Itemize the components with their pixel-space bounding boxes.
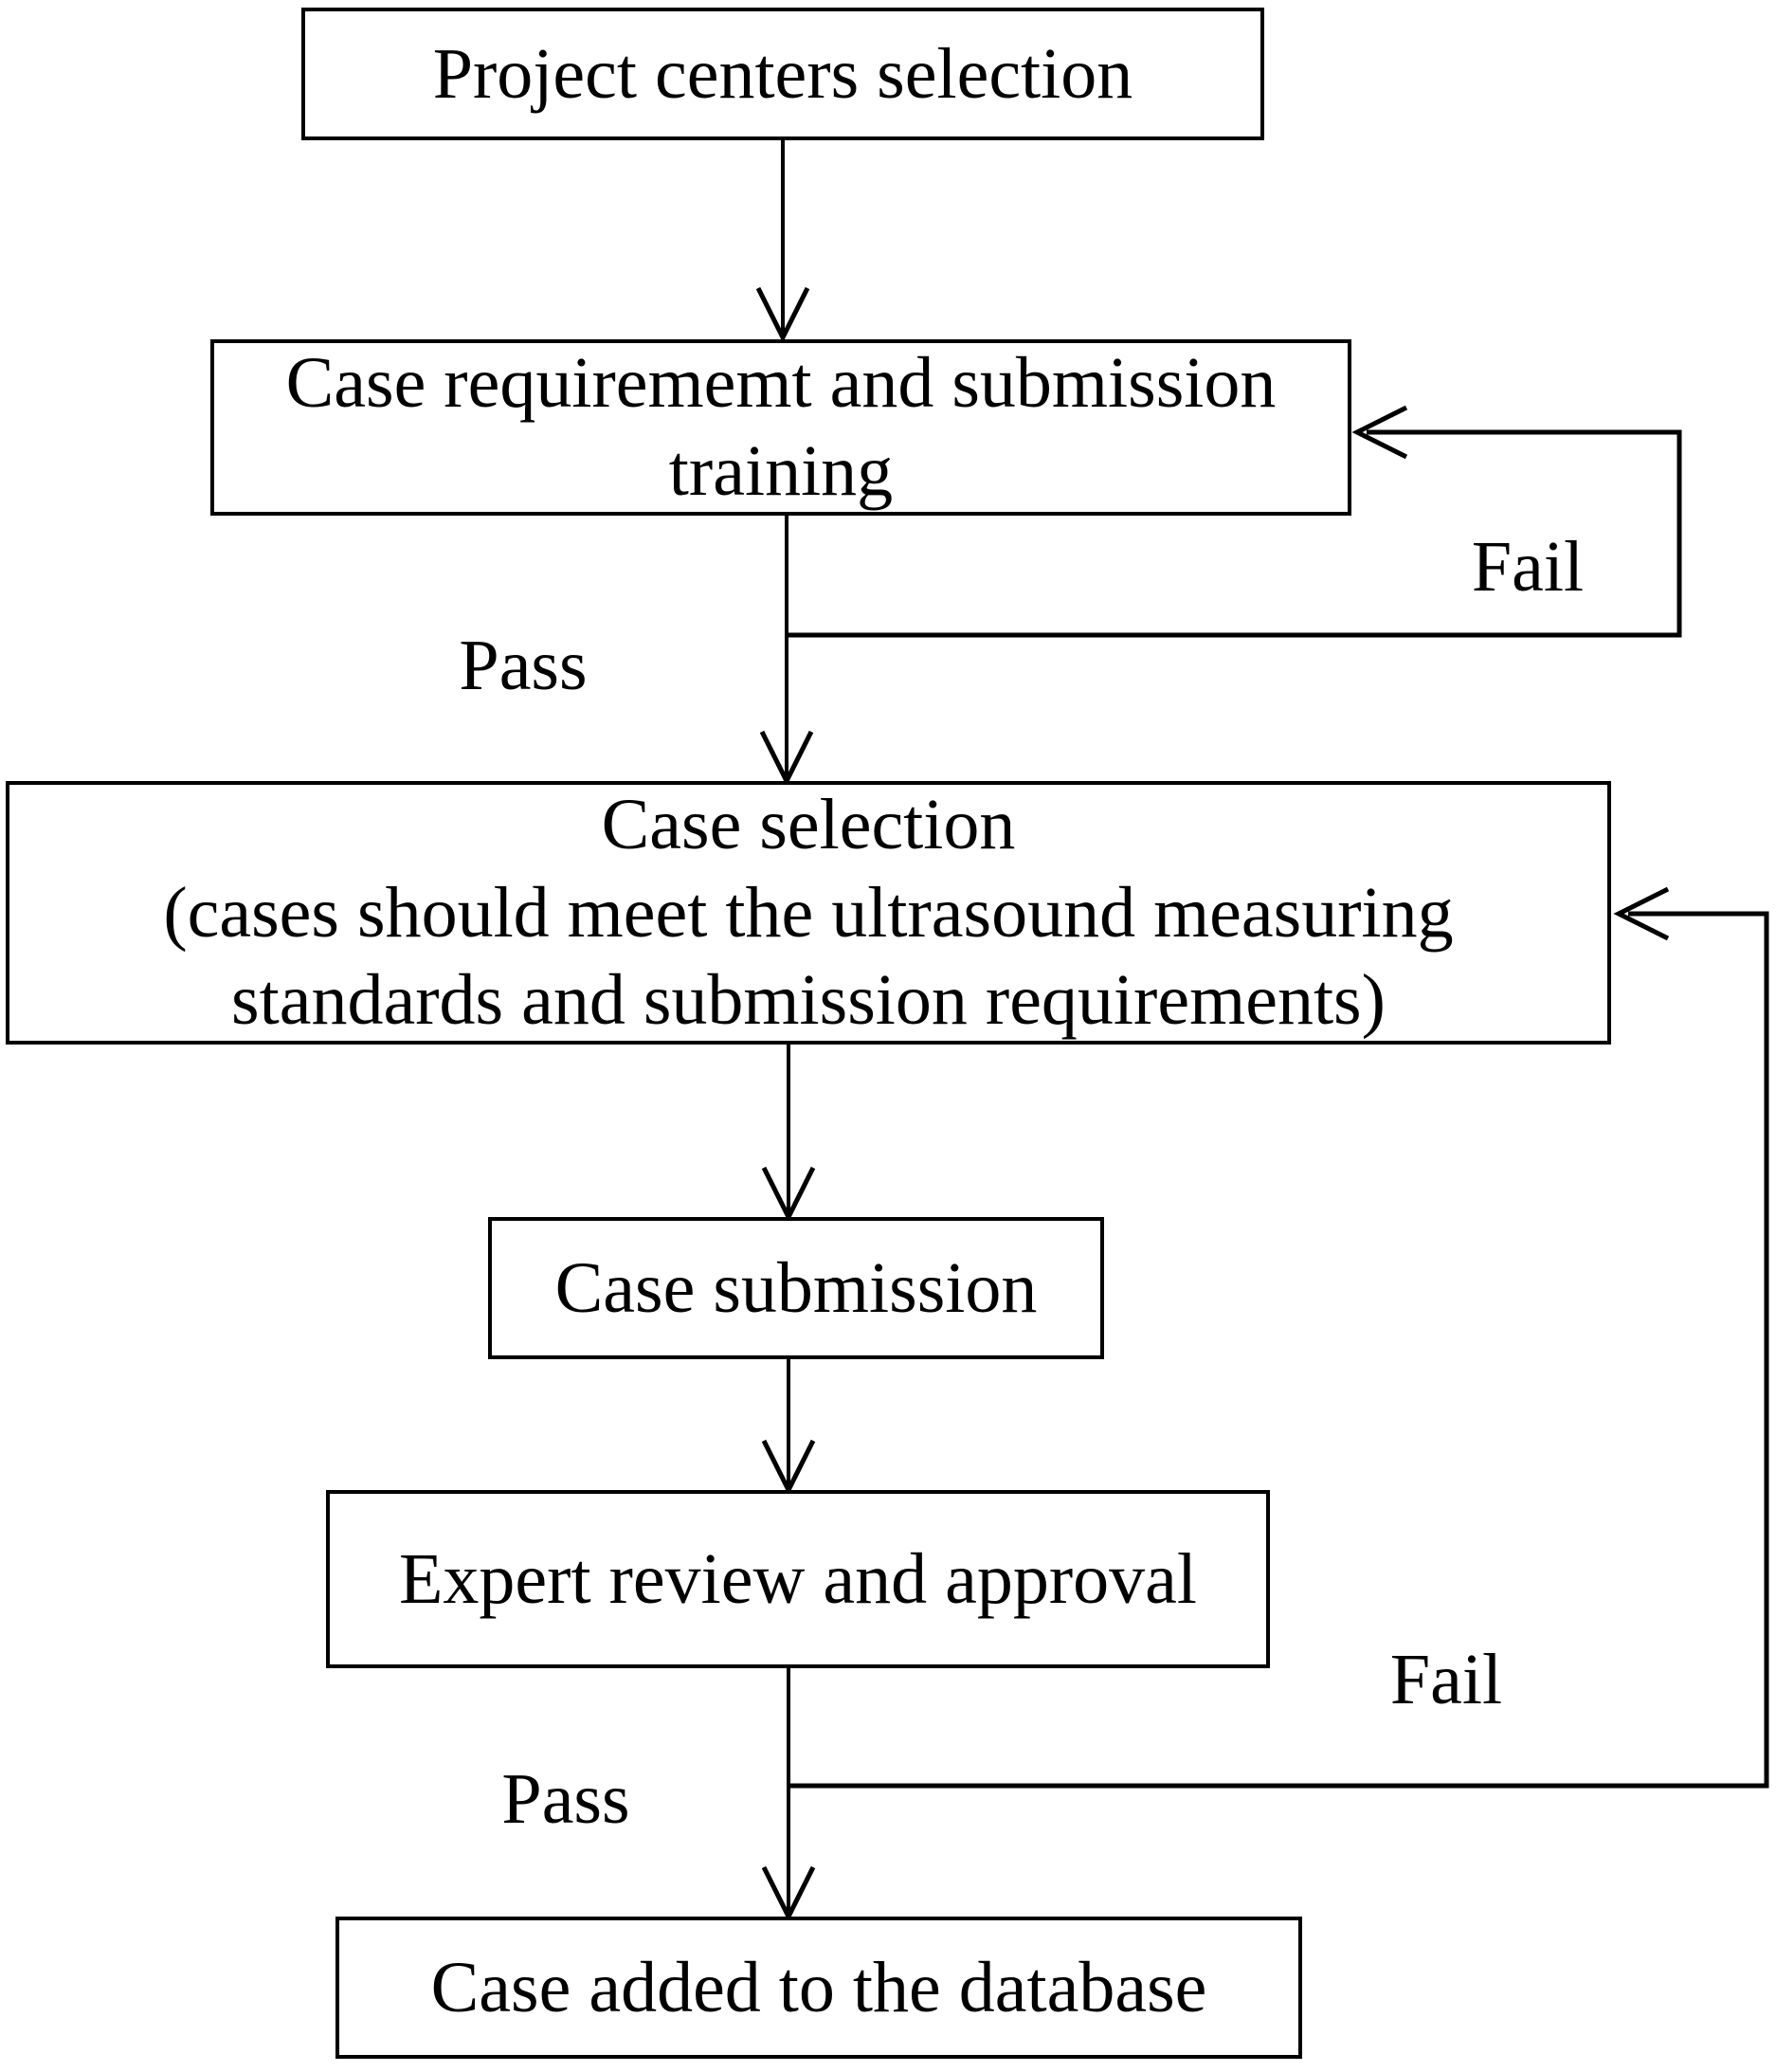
- edge-project-to-training-arrowhead: [755, 286, 810, 343]
- flow-box-label: Project centers selection: [432, 33, 1133, 114]
- edge-label-pass-training: Pass: [459, 626, 588, 705]
- flow-box-label: Case selection: [601, 784, 1016, 864]
- edge-label-fail-training: Fail: [1471, 527, 1585, 607]
- flow-box-case-requirement-training: Case requirememt and submission training: [210, 339, 1351, 516]
- edge-fail-training-return-line: [787, 429, 1682, 638]
- flow-box-label: (cases should meet the ultrasound measur…: [163, 872, 1454, 953]
- flow-box-label: Case added to the database: [430, 1947, 1207, 2027]
- flow-box-case-selection: Case selection (cases should meet the ul…: [6, 781, 1611, 1045]
- flow-box-label: Expert review and approval: [399, 1538, 1197, 1619]
- edge-label-fail-review: Fail: [1389, 1640, 1503, 1719]
- edge-fail-review-return-line: [788, 911, 1769, 1789]
- flow-box-label: standards and submission requirements): [231, 960, 1386, 1041]
- flow-box-case-added-database: Case added to the database: [335, 1917, 1302, 2059]
- flow-box-project-centers-selection: Project centers selection: [301, 8, 1264, 140]
- flow-box-expert-review-approval: Expert review and approval: [326, 1490, 1270, 1668]
- edge-fail-review-return-arrowhead: [1613, 886, 1670, 941]
- flow-box-label: training: [668, 431, 894, 511]
- flow-box-case-submission: Case submission: [488, 1217, 1104, 1359]
- edge-fail-training-return-arrowhead: [1351, 405, 1408, 460]
- flow-box-label: Case requirememt and submission: [285, 343, 1277, 424]
- flow-box-label: Case submission: [554, 1247, 1038, 1328]
- edge-label-pass-review: Pass: [501, 1759, 630, 1839]
